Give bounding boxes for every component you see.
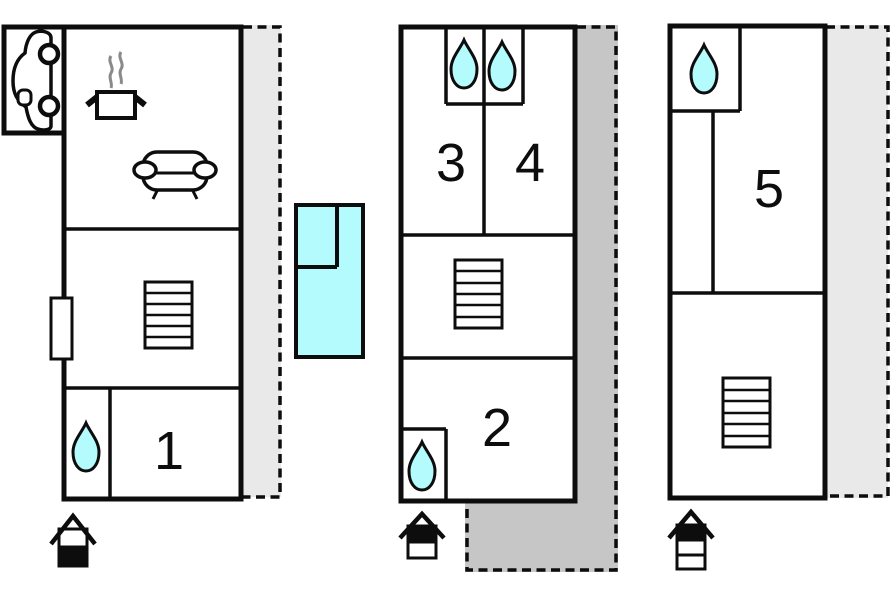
ground-floor-plan: 1 <box>1 24 282 568</box>
terrace-area <box>243 25 281 497</box>
room-label-1: 1 <box>154 421 184 481</box>
stairs-icon <box>453 258 504 330</box>
pool-icon <box>294 203 365 359</box>
house-roof <box>49 512 97 546</box>
terrace-area <box>826 25 888 498</box>
terrace-dashed-border <box>826 25 890 498</box>
terrace-area <box>465 25 618 572</box>
sofa-icon <box>132 150 218 200</box>
sofa-armrest <box>192 160 218 180</box>
room-label-2: 2 <box>482 398 512 458</box>
car-wheel <box>37 42 61 66</box>
second-floor-plan: 5 <box>667 23 890 571</box>
first-floor-plan: 3 4 2 <box>398 24 618 572</box>
sofa-armrest <box>132 160 158 180</box>
house-level-icon-first <box>398 510 446 560</box>
car-wheel <box>37 94 61 118</box>
stairs-icon <box>721 376 772 449</box>
sofa-leg <box>190 188 199 200</box>
stairs-icon <box>143 280 194 350</box>
terrace-dashed-border <box>465 25 618 572</box>
house-roof <box>398 510 446 540</box>
pot-handle <box>133 94 147 108</box>
outer-wall <box>1 24 244 502</box>
pot-handle <box>85 94 99 108</box>
room-label-4: 4 <box>515 133 545 193</box>
terrace-dashed-border <box>243 25 282 499</box>
pot-body <box>95 90 137 120</box>
car-window <box>16 88 33 107</box>
car-icon <box>11 29 61 132</box>
cooking-pot-icon <box>85 51 147 120</box>
door-icon <box>49 296 74 361</box>
house-roof <box>667 508 715 540</box>
steam-icon <box>108 55 114 89</box>
room-label-5: 5 <box>754 159 784 219</box>
room-label-3: 3 <box>436 133 466 193</box>
sofa-leg <box>151 188 160 200</box>
house-level-icon-ground <box>49 512 97 568</box>
water-drop-icon <box>71 421 101 473</box>
house-level-icon-second <box>667 508 715 571</box>
steam-icon <box>118 51 124 85</box>
